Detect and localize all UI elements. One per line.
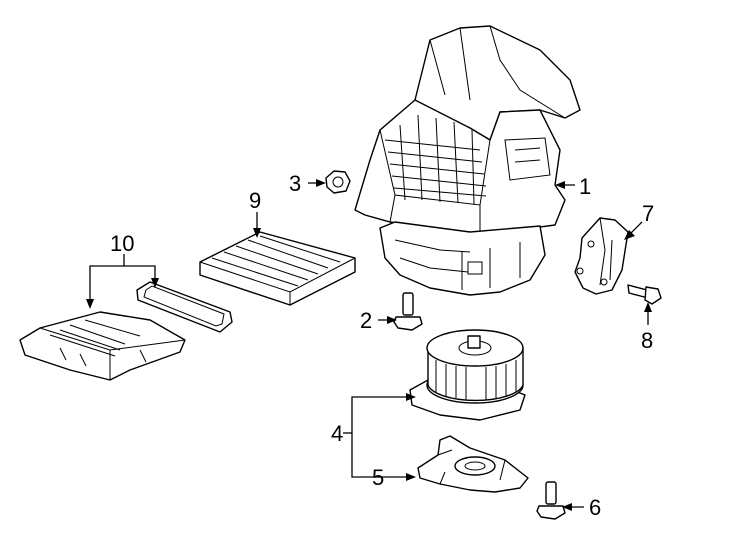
screw-8 [627, 284, 662, 305]
blower-housing [354, 25, 581, 296]
filter-seal [136, 281, 233, 333]
blower-motor [409, 329, 526, 421]
callout-8: 8 [641, 328, 653, 353]
filter-tray [19, 311, 186, 381]
callout-5: 5 [372, 465, 384, 490]
callout-1: 1 [579, 174, 591, 199]
leader-lines [86, 179, 652, 511]
cabin-filter [199, 231, 356, 306]
bracket-7 [574, 217, 629, 295]
nut-3 [325, 170, 351, 194]
callout-2: 2 [360, 308, 372, 333]
motor-mount [417, 435, 529, 493]
bolt-2 [393, 292, 423, 331]
callout-7: 7 [642, 201, 654, 226]
callout-3: 3 [289, 171, 301, 196]
callout-4: 4 [331, 421, 343, 446]
bolt-6 [536, 481, 566, 520]
callout-labels: 1 2 3 4 5 6 7 8 9 10 [110, 171, 654, 520]
callout-9: 9 [249, 188, 261, 213]
callout-6: 6 [589, 495, 601, 520]
callout-10: 10 [110, 231, 134, 256]
